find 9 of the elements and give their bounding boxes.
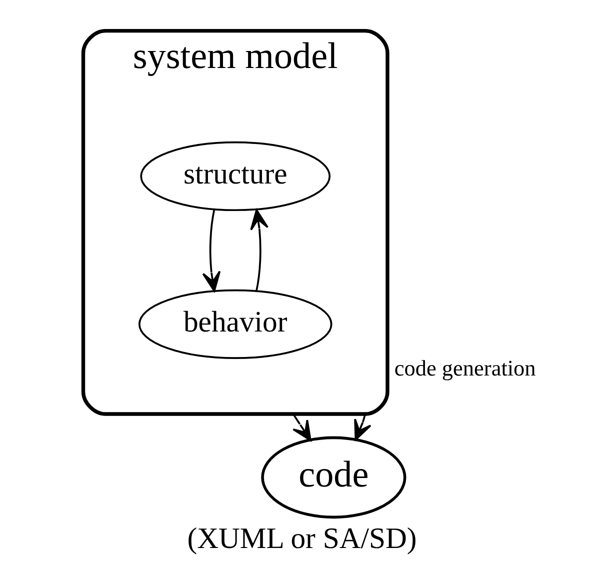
caption: (XUML or SA/SD): [186, 522, 416, 555]
arrow: [354, 414, 371, 440]
arrow: [292, 413, 311, 442]
edge-label: code generation: [394, 355, 536, 380]
node-ellipse: behavior: [138, 289, 332, 360]
node-ellipse: code: [260, 436, 406, 519]
arrow: [250, 209, 268, 292]
arrow: [202, 210, 220, 292]
node-ellipse: structure: [140, 141, 330, 212]
